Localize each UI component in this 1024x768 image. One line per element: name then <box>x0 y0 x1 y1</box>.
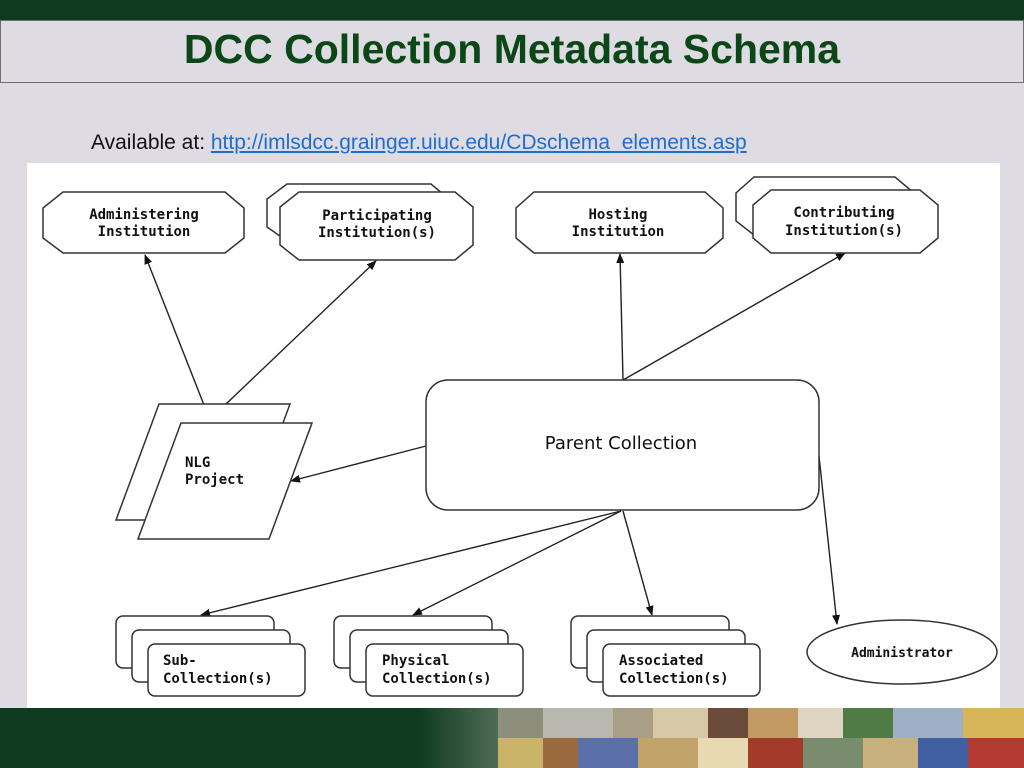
parent-collection-node: Parent Collection <box>425 379 820 511</box>
arrow-nlg-to-participating <box>224 260 377 406</box>
svg-text:Institution: Institution <box>572 224 665 240</box>
svg-text:Collection(s): Collection(s) <box>619 671 729 687</box>
svg-text:Hosting: Hosting <box>588 207 647 223</box>
page-title: DCC Collection Metadata Schema <box>183 26 841 72</box>
contributing-institution-node: Contributing Institution(s) <box>735 176 939 254</box>
administering-institution-node: Administering Institution <box>42 191 245 254</box>
svg-text:Physical: Physical <box>382 653 449 669</box>
svg-text:Sub-: Sub- <box>163 653 197 669</box>
associated-collection-node: Associated Collection(s) <box>570 615 761 697</box>
arrow-parent-to-contributing <box>622 252 846 381</box>
svg-text:Associated: Associated <box>619 653 703 669</box>
svg-text:Administrator: Administrator <box>851 646 953 661</box>
sub-collection-node: Sub- Collection(s) <box>115 615 306 697</box>
svg-text:Parent Collection: Parent Collection <box>545 433 697 454</box>
svg-text:Institution(s): Institution(s) <box>318 225 436 241</box>
available-label: Available at: <box>91 131 206 154</box>
participating-institution-node: Participating Institution(s) <box>266 183 474 261</box>
svg-text:Institution(s): Institution(s) <box>785 223 903 239</box>
title-box <box>0 20 1024 83</box>
svg-text:Participating: Participating <box>322 208 432 224</box>
hosting-institution-node: Hosting Institution <box>515 191 724 254</box>
arrow-parent-to-nlg <box>290 445 427 483</box>
top-bar <box>0 0 1024 20</box>
schema-link[interactable]: http://imlsdcc.grainger.uiuc.edu/CDschem… <box>210 131 747 154</box>
arrow-parent-to-physical <box>412 510 622 616</box>
arrow-parent-to-associated <box>622 510 654 616</box>
schema-diagram: Administering Institution Participating … <box>27 163 1000 708</box>
svg-text:Collection(s): Collection(s) <box>382 671 492 687</box>
administrator-node: Administrator <box>806 619 998 685</box>
arrow-nlg-to-administering <box>144 254 205 406</box>
svg-text:Contributing: Contributing <box>793 205 894 221</box>
svg-text:Administering: Administering <box>89 207 199 223</box>
svg-text:Institution: Institution <box>98 224 191 240</box>
svg-text:Collection(s): Collection(s) <box>163 671 273 687</box>
arrow-parent-to-hosting <box>616 253 625 381</box>
svg-text:Project: Project <box>185 472 244 488</box>
nlg-project-node: NLG Project <box>114 403 314 540</box>
arrow-parent-to-sub <box>200 510 622 617</box>
svg-text:NLG: NLG <box>185 455 210 471</box>
photo-collage-image <box>418 708 1024 768</box>
availability-line: Available at: http://imlsdcc.grainger.ui… <box>91 131 747 155</box>
arrow-parent-to-administrator <box>817 446 841 625</box>
physical-collection-node: Physical Collection(s) <box>333 615 524 697</box>
